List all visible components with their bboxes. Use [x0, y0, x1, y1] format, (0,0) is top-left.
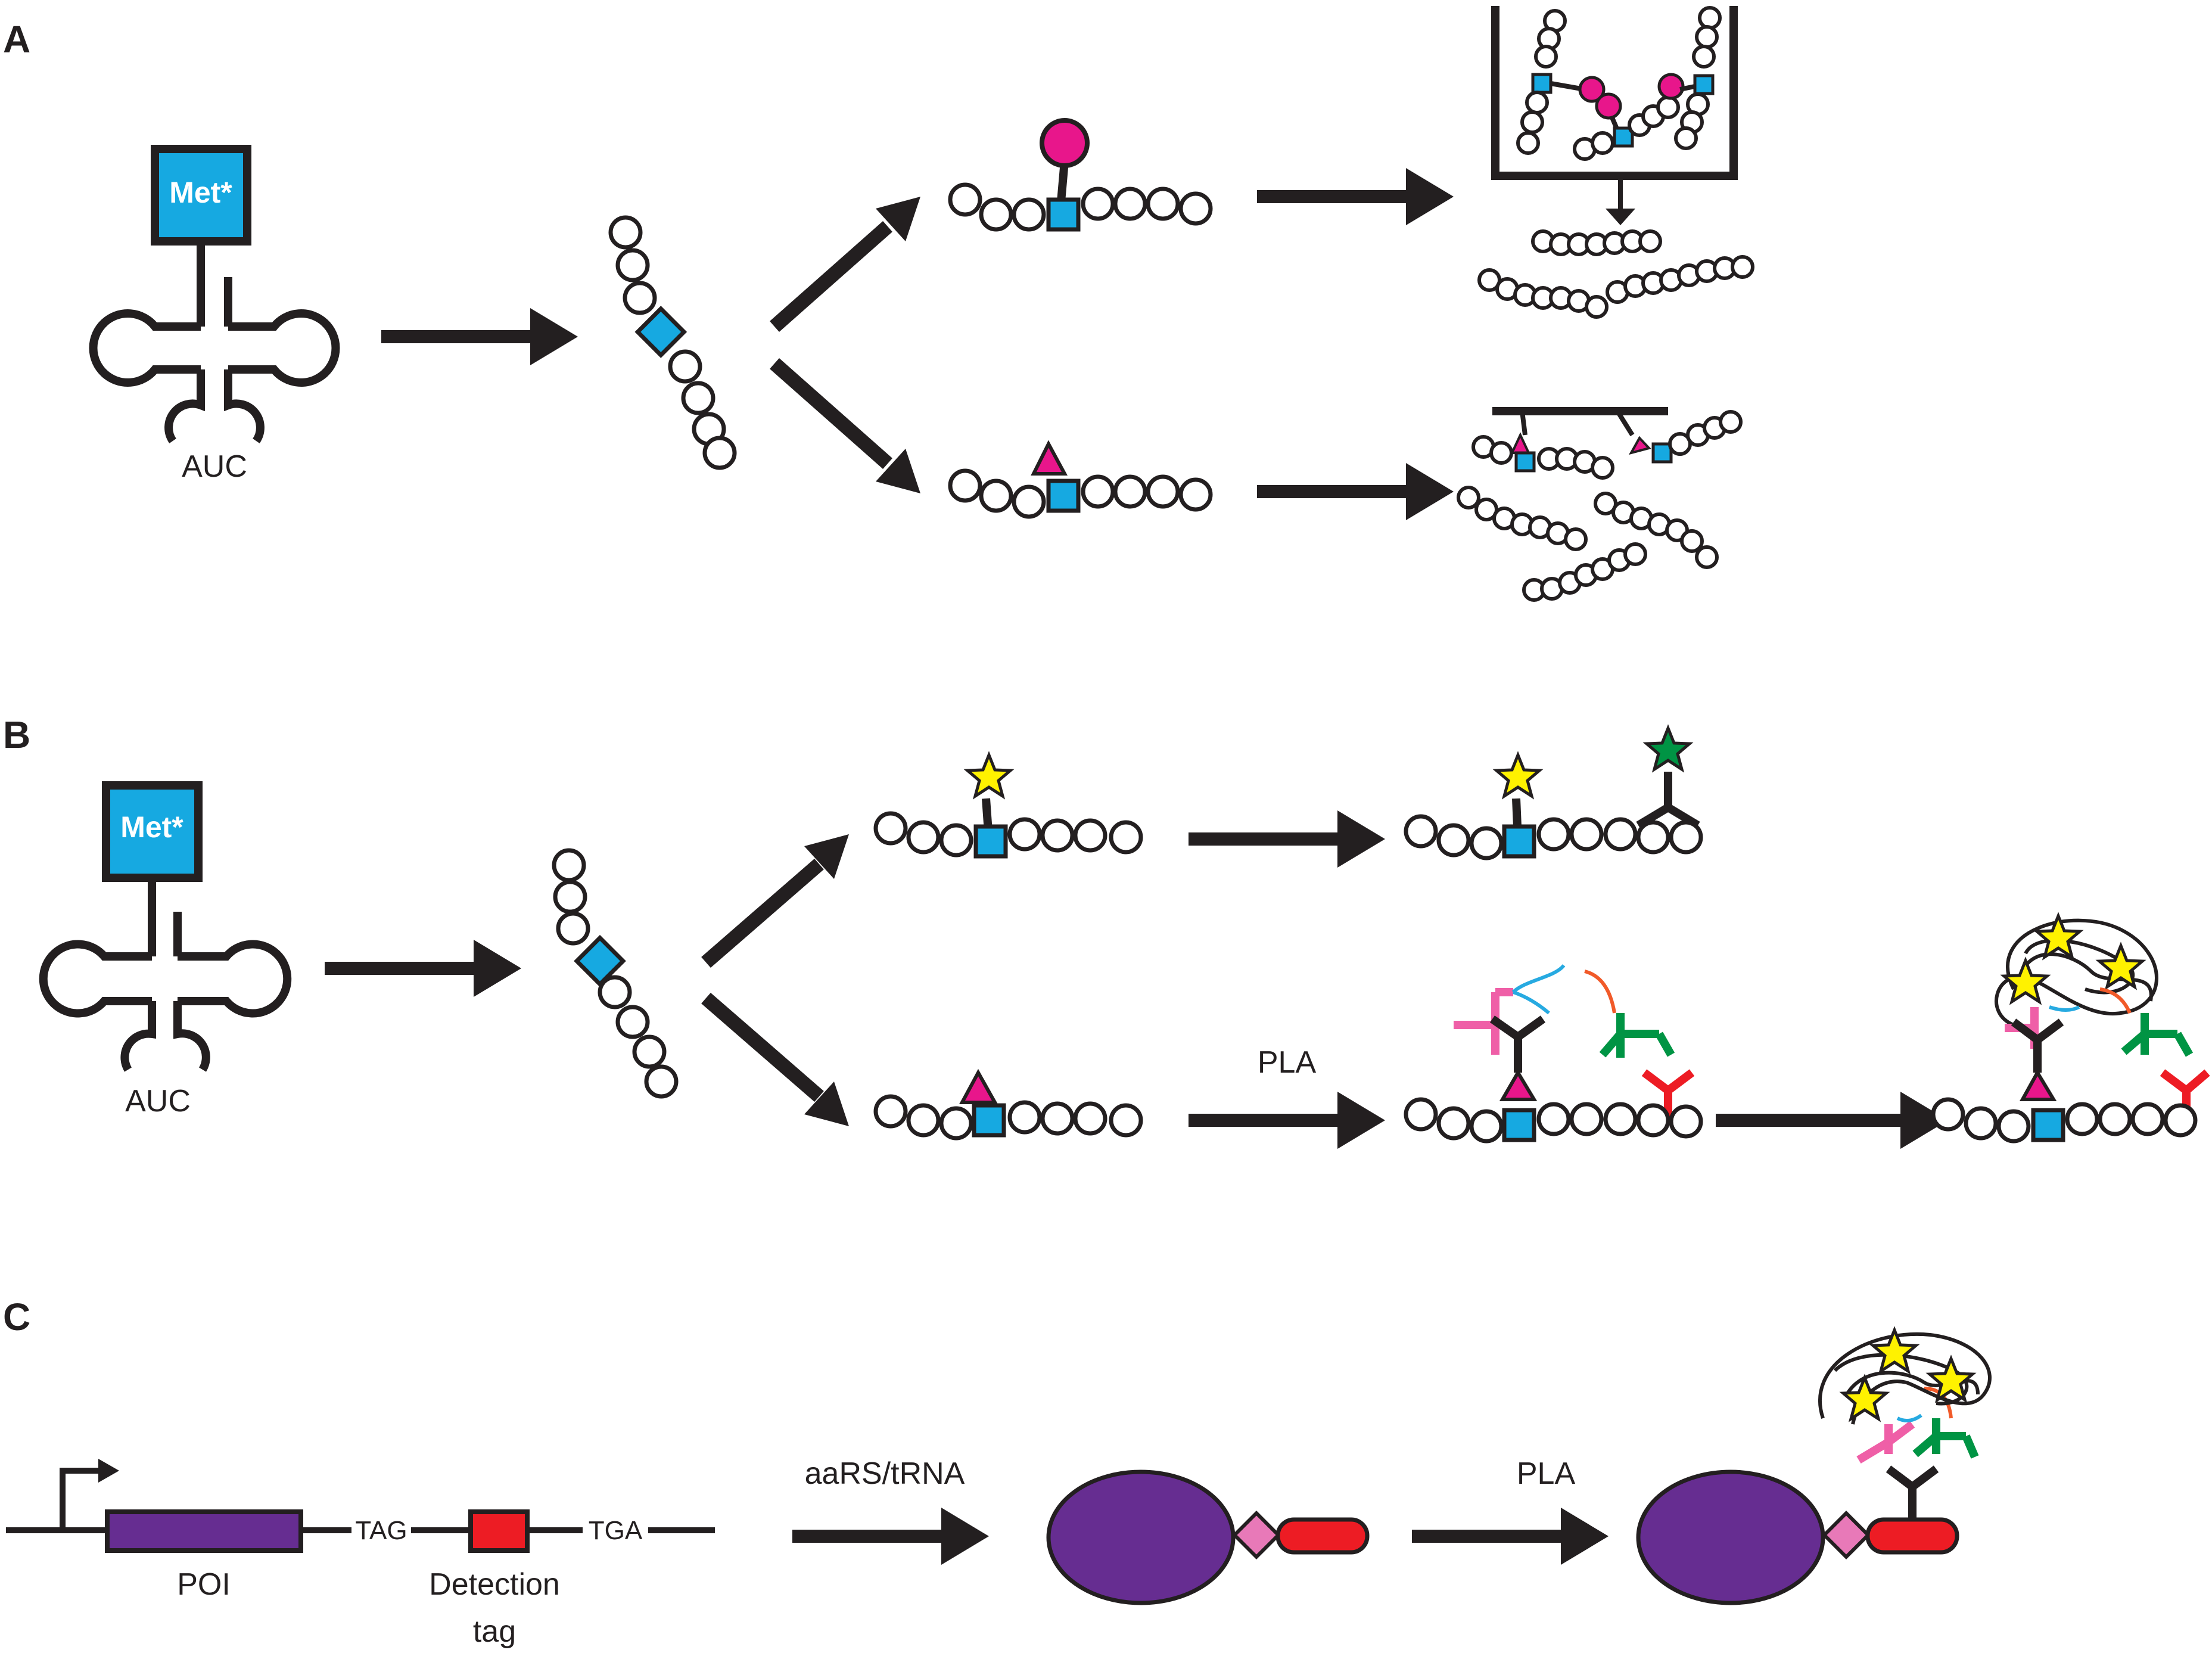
poi-label: POI [177, 1567, 231, 1602]
stop-codon-tga: TGA [589, 1516, 643, 1545]
labeled-peptide-a-top [950, 118, 1211, 229]
arrow-b3 [1189, 1092, 1385, 1149]
labeled-peptide-b-top [876, 755, 1141, 856]
pla-label-b: PLA [1258, 1045, 1317, 1080]
affinity-column-a [1479, 6, 1753, 317]
rca-product-b [1933, 916, 2210, 1141]
labeled-peptide-a-bottom [950, 440, 1211, 517]
trna-icon: Met* [39, 781, 292, 1072]
panel-label-b: B [3, 713, 30, 756]
arrow-a1 [381, 308, 578, 365]
immobilized-surface-a [1458, 407, 1741, 600]
peptide-chain-b [554, 850, 676, 1096]
met-star-label: Met* [120, 810, 183, 844]
arrow-a3 [1257, 463, 1454, 520]
arrow-c2 [1412, 1508, 1609, 1565]
detection-tag-label-1: Detection [429, 1567, 560, 1602]
arrow-b2 [1189, 810, 1385, 868]
antibody-detected-peptide-b [1406, 728, 1701, 858]
peptide-chain-a [611, 218, 735, 468]
gene-construct [6, 1459, 715, 1553]
codon-label-a: AUC [182, 449, 247, 484]
detection-tag-box [468, 1509, 530, 1553]
panel-label-c: C [3, 1295, 30, 1338]
arrow-b4 [1716, 1092, 1948, 1149]
stop-codon-tag: TAG [355, 1516, 407, 1545]
met-star-label: Met* [169, 176, 232, 209]
trna-icon: Met* [89, 145, 340, 443]
pla-label-c: PLA [1517, 1456, 1576, 1491]
branch-arrows-b [701, 834, 849, 1126]
pla-probes-b [1406, 964, 1701, 1141]
arrow-a2 [1257, 168, 1454, 225]
arrow-c1 [792, 1508, 989, 1565]
labeled-peptide-b-bottom [876, 1068, 1141, 1138]
tagged-protein [1046, 1469, 1370, 1605]
aars-trna-label: aaRS/tRNA [805, 1456, 965, 1491]
branch-arrows-a [770, 197, 920, 493]
tagged-protein-pla [1636, 1330, 1992, 1605]
detection-tag-label-2: tag [473, 1614, 516, 1649]
panel-label-a: A [3, 18, 30, 61]
arrow-b1 [325, 940, 521, 997]
codon-label-b: AUC [125, 1084, 191, 1119]
poi-gene-box [105, 1509, 303, 1553]
